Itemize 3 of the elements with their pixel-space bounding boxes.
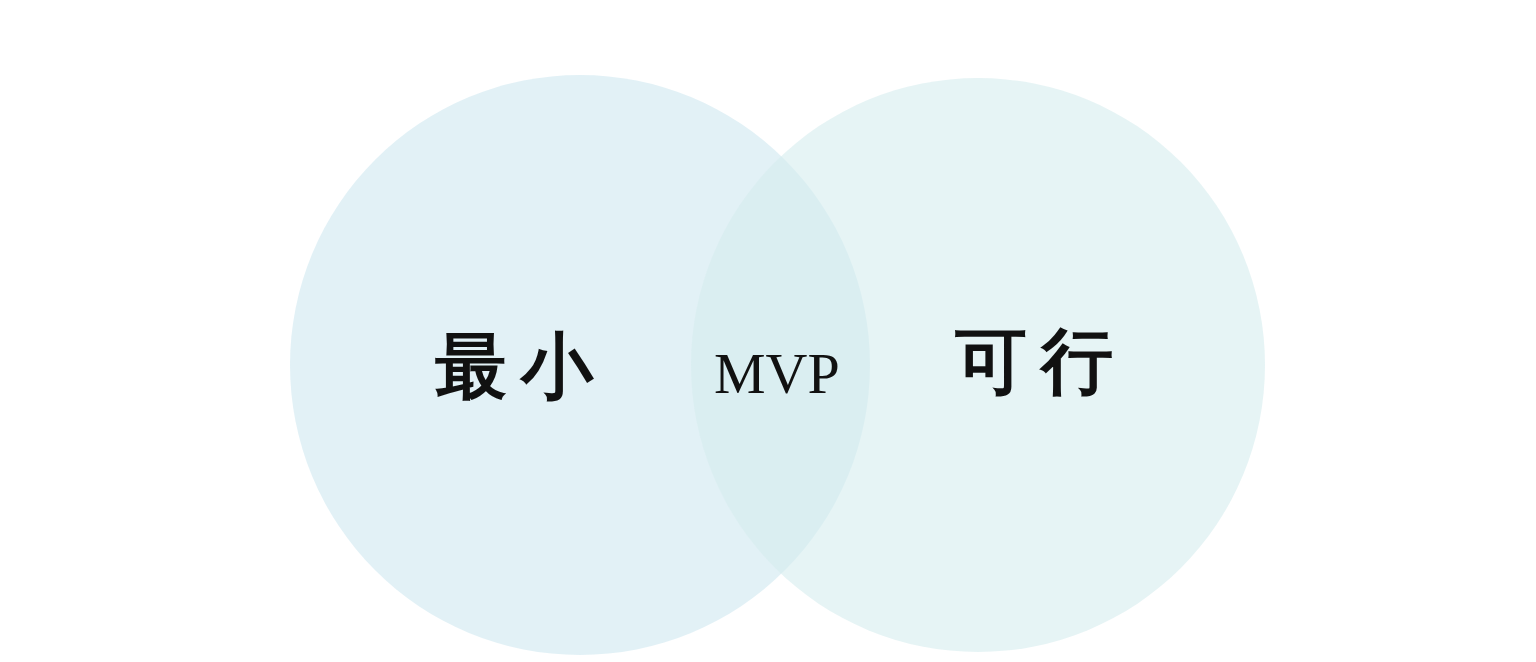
- overlap-label: MVP: [714, 345, 840, 403]
- circle-label: 可行: [955, 325, 1127, 397]
- circle-label: 最小: [435, 330, 607, 402]
